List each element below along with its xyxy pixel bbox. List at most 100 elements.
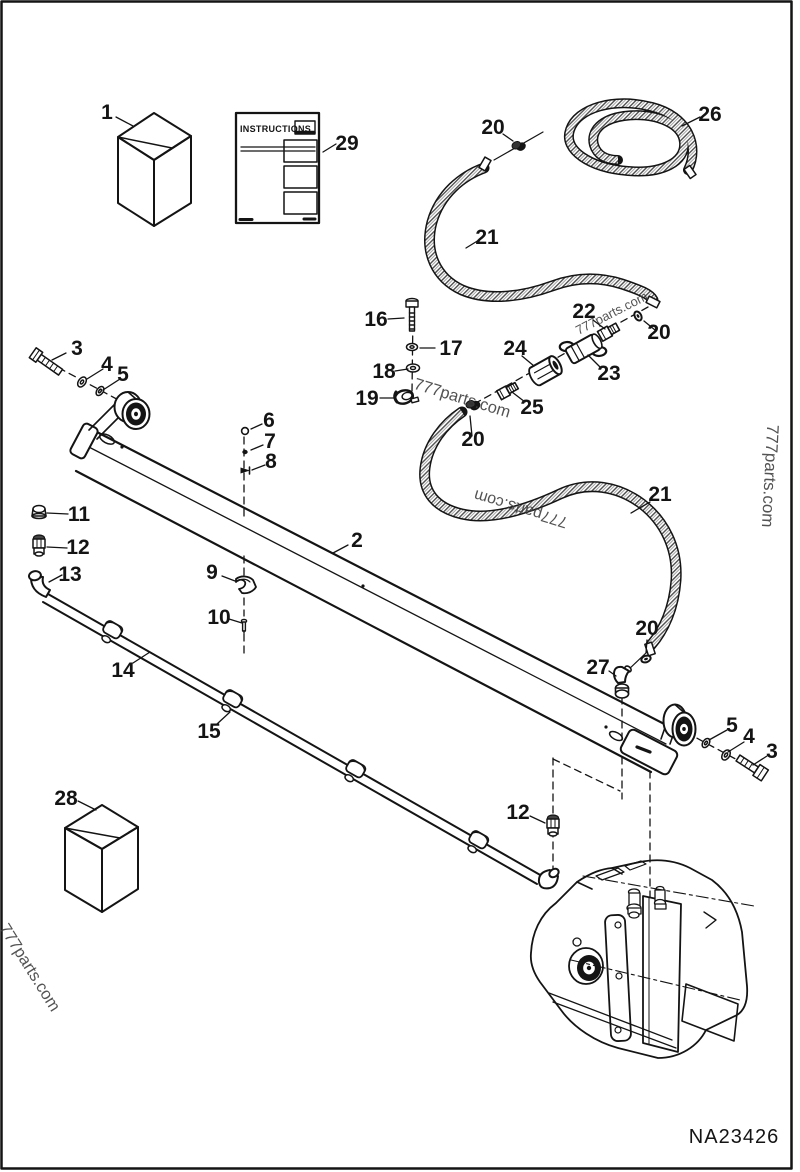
callout-leader <box>46 546 68 549</box>
part-callout: 13 <box>58 563 81 586</box>
part-callout: 6 <box>263 409 275 432</box>
part-callout: 9 <box>206 561 218 584</box>
drawing-number: NA23426 <box>689 1126 779 1148</box>
part-clamp-19 <box>393 389 420 405</box>
part-ring-20-mid <box>633 310 643 322</box>
callout-leader <box>250 423 263 430</box>
part-screw-6 <box>240 426 250 436</box>
part-bolt-3-left <box>28 347 64 376</box>
gearbox-assembly <box>529 859 755 1059</box>
part-callout: 12 <box>506 801 529 824</box>
callout-leader <box>46 512 69 515</box>
callout-leader <box>86 368 104 380</box>
part-washer-4-left <box>76 376 88 388</box>
callout-leader <box>51 352 67 361</box>
part-callout: 19 <box>355 387 378 410</box>
callout-leader <box>228 618 243 624</box>
part-coupler-23 <box>558 333 608 365</box>
part-elbow-27 <box>613 665 632 699</box>
part-callout: 1 <box>101 101 113 124</box>
part-hose-21-lower <box>419 406 682 657</box>
part-fitting-25 <box>495 381 520 401</box>
part-fitting-12-lower <box>546 814 560 837</box>
part-callout: 23 <box>597 362 620 385</box>
part-callout: 11 <box>68 503 91 526</box>
part-callout: 26 <box>698 103 721 126</box>
part-callout: 20 <box>647 321 670 344</box>
callout-leader <box>502 133 514 142</box>
part-callout: 15 <box>197 720 221 743</box>
callout-leader <box>332 544 349 554</box>
part-callout: 21 <box>648 483 672 506</box>
callout-leader <box>608 670 617 677</box>
callout-leader <box>132 651 151 664</box>
callout-leader <box>102 378 121 391</box>
callout-leader <box>216 711 231 725</box>
callout-leader <box>630 501 651 514</box>
part-fitting-22 <box>596 322 621 342</box>
callout-leader <box>521 355 535 367</box>
callout-leader <box>643 320 656 331</box>
part-washer-18 <box>405 363 421 373</box>
callout-leader <box>587 354 601 368</box>
part-nut-7 <box>242 449 248 455</box>
callout-leader <box>681 116 701 127</box>
callout-leader <box>115 116 134 127</box>
callout-leader <box>387 317 405 320</box>
part-callout: 17 <box>439 337 462 360</box>
callout-leader <box>465 239 480 249</box>
part-roller-left <box>113 391 151 430</box>
part-callout: 21 <box>475 226 499 249</box>
callout-leader <box>645 639 648 654</box>
part-instructions-sheet-29: INSTRUCTIONS <box>234 111 321 225</box>
part-callout: 29 <box>335 132 358 155</box>
part-callout: 24 <box>503 337 527 360</box>
part-callout: 20 <box>635 617 658 640</box>
watermark-text: 777parts.com <box>0 921 64 1015</box>
part-cap-11 <box>31 504 47 520</box>
callout-leader <box>48 574 63 583</box>
part-fitting-24 <box>528 355 563 387</box>
part-ring-20-lower <box>640 654 652 664</box>
callout-leader <box>708 729 728 741</box>
part-fitting-20-top <box>511 140 526 151</box>
part-clamp-15-group <box>101 620 490 854</box>
part-callout: 3 <box>766 740 778 763</box>
instructions-sheet-title: INSTRUCTIONS <box>240 124 311 134</box>
callout-leader <box>752 755 768 766</box>
part-shipping-box-1 <box>117 112 192 227</box>
gearbox-top-fittings <box>626 885 667 919</box>
part-callout: 10 <box>207 606 230 629</box>
part-callout: 16 <box>364 308 387 331</box>
part-callout: 22 <box>572 300 595 323</box>
part-callout: 4 <box>101 353 113 376</box>
callout-leader <box>77 800 97 811</box>
callout-leader <box>221 575 236 582</box>
callout-leader <box>592 319 606 330</box>
part-callout: 14 <box>111 659 135 682</box>
callout-leader <box>394 368 409 372</box>
part-washer-5-right <box>701 737 711 749</box>
callout-leader <box>250 444 264 451</box>
part-elbow-13 <box>28 570 51 598</box>
part-roller-right <box>662 703 697 747</box>
part-washer-17 <box>405 342 419 352</box>
part-callout: 8 <box>265 450 277 473</box>
part-callout: 3 <box>71 337 83 360</box>
part-hose-21-upper <box>424 156 661 309</box>
part-callout: 27 <box>586 656 609 679</box>
part-callout: 20 <box>481 116 504 139</box>
callout-leader <box>529 815 546 824</box>
part-fitting-20-bottom <box>465 399 481 411</box>
part-callout: 2 <box>351 529 363 552</box>
part-callout: 20 <box>461 428 484 451</box>
part-bolt-3-right <box>735 754 770 782</box>
part-clip-9 <box>235 575 257 595</box>
callout-leader <box>511 391 526 403</box>
part-callout: 18 <box>372 360 396 383</box>
part-washer-5-left <box>95 385 105 397</box>
part-callout: 5 <box>117 363 129 386</box>
tube-end-elbow <box>537 867 560 890</box>
